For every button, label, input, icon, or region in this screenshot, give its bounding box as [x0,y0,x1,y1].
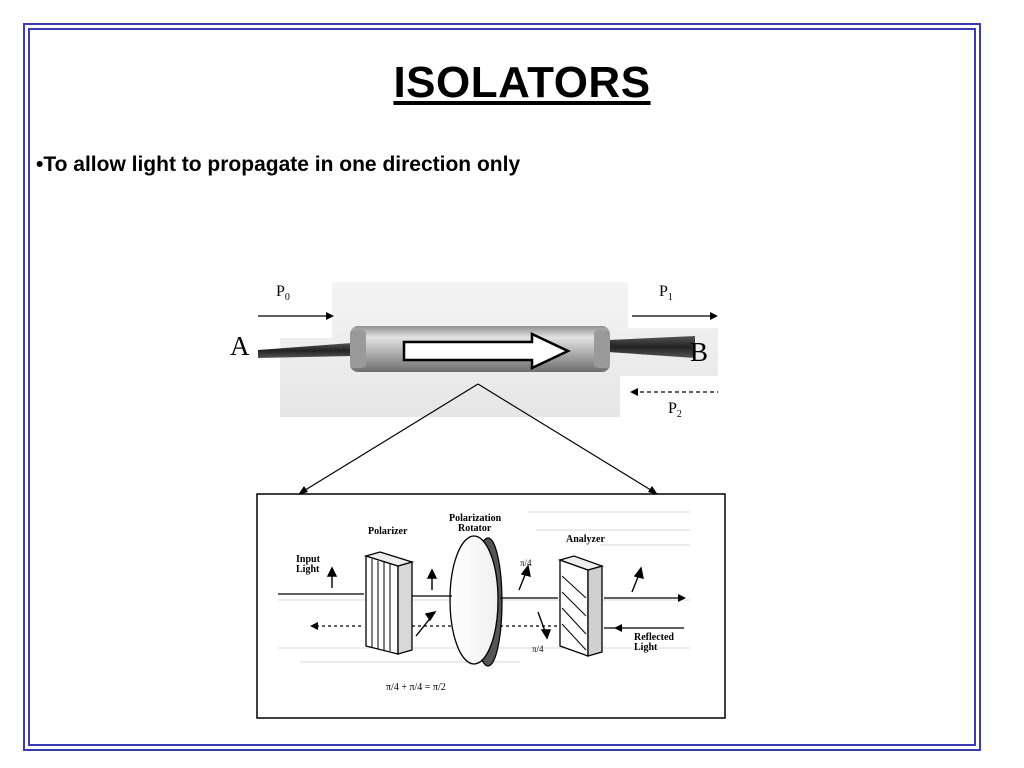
label-p0: P0 [276,283,290,304]
slide-frame-outer [23,23,981,751]
label-p1: P1 [659,283,673,304]
slide-title: ISOLATORS [393,58,651,107]
isolator-photo [240,282,720,495]
rotator-disc [449,535,503,667]
label-input-1: Input [296,554,321,565]
label-rotator-2: Rotator [458,523,492,534]
label-port-a: A [230,331,250,361]
polarizer-plate [363,551,415,655]
bullet-text: •To allow light to propagate in one dire… [36,153,521,176]
analyzer-plate [557,555,605,657]
label-input-2: Light [296,564,320,575]
label-p2: P2 [668,400,682,421]
direction-arrow [402,332,571,370]
label-port-b: B [690,337,709,367]
label-reflected-1: Reflected [634,632,674,643]
label-reflected-2: Light [634,642,658,653]
label-polarizer: Polarizer [368,526,408,537]
fiber-left [258,343,352,358]
label-angle-sum: π/4 + π/4 = π/2 [386,682,446,693]
label-analyzer: Analyzer [566,534,605,545]
fiber-right [608,336,695,358]
label-rotator-1: Polarization [449,513,502,524]
schematic-figure: Polarizer Polarization Rotator Analyzer … [256,493,726,719]
label-angle-top: π/4 [520,558,532,568]
slide-frame-inner [28,28,976,746]
label-angle-bottom: π/4 [532,644,544,654]
